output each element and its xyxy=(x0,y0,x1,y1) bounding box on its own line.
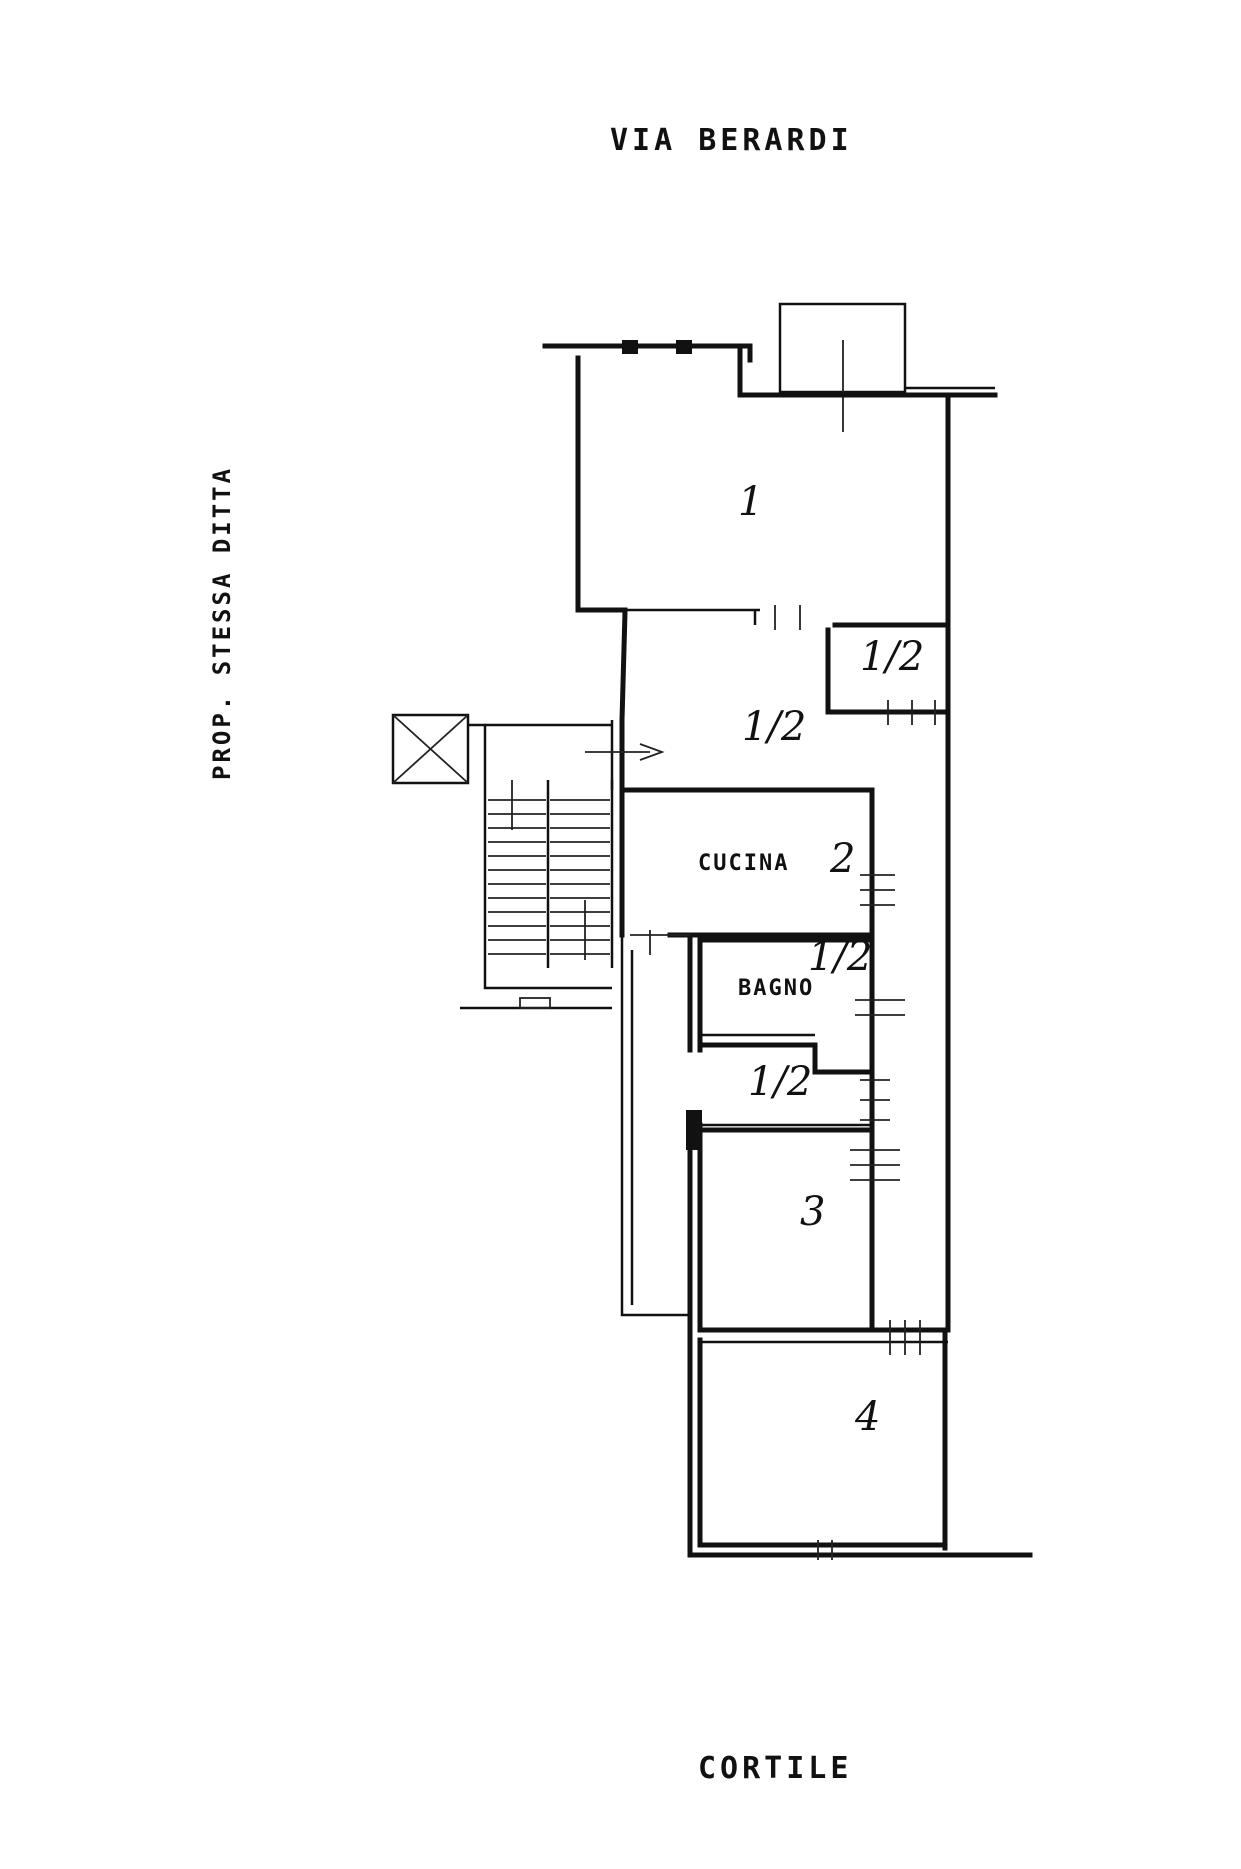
corridor-number: 1/2 xyxy=(742,704,806,750)
street-label: VIA BERARDI xyxy=(610,123,853,158)
courtyard-label: CORTILE xyxy=(698,1751,852,1786)
room-3-number: 3 xyxy=(800,1189,825,1235)
closet: 1/2 xyxy=(697,1042,890,1127)
side-passage xyxy=(620,930,690,1317)
room-4-number: 4 xyxy=(854,1394,880,1440)
closet-number: 1/2 xyxy=(748,1059,812,1105)
bathroom-label: BAGNO xyxy=(738,976,814,1001)
storage-top: 1/2 xyxy=(825,627,951,725)
balcony xyxy=(778,302,907,432)
kitchen-number: 2 xyxy=(829,836,855,882)
room-4: 4 xyxy=(687,1320,1033,1560)
street-frontage-wall xyxy=(542,340,998,398)
room-1: 1 xyxy=(575,355,951,630)
bathroom: BAGNO 1/2 xyxy=(687,934,905,1333)
storage-top-number: 1/2 xyxy=(860,634,924,680)
room-1-number: 1 xyxy=(738,479,763,525)
kitchen: CUCINA 2 xyxy=(619,787,895,938)
kitchen-label: CUCINA xyxy=(698,851,789,876)
neighbor-property-label: PROP. STESSA DITTA xyxy=(208,466,236,780)
stair-treads xyxy=(488,799,610,955)
bathroom-number: 1/2 xyxy=(808,934,872,980)
room-3: 3 xyxy=(686,1110,900,1333)
corridor: 1/2 xyxy=(585,609,951,1333)
staircase xyxy=(391,713,614,1010)
